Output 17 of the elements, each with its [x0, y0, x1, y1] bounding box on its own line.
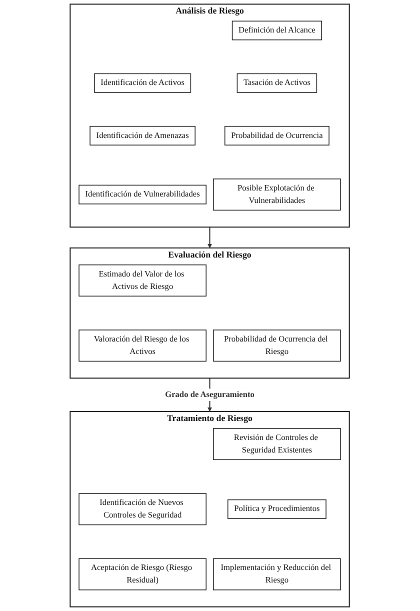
- node-box: Definición del Alcance: [232, 20, 322, 40]
- node-box: Probabilidad de Ocurrencia del Riesgo: [213, 330, 342, 362]
- node-box: Política y Procedimientos: [228, 499, 327, 519]
- node-box: Identificación de Activos: [94, 73, 192, 93]
- node-box: Implementación y Reducción del Riesgo: [213, 558, 342, 590]
- node-box: Identificación de Vulnerabilidades: [78, 184, 207, 204]
- node-box: Aceptación de Riesgo (Riesgo Residual): [78, 558, 207, 590]
- node-box: Tasación de Activos: [237, 73, 318, 93]
- arrow: [208, 227, 212, 248]
- node-box: Valoración del Riesgo de los Activos: [78, 330, 207, 362]
- edge-label: Grado de Aseguramiento: [165, 390, 255, 399]
- node-box: Identificación de Amenazas: [90, 126, 196, 146]
- node-box: Revisión de Controles de Seguridad Existentes: [213, 428, 342, 460]
- node-box: Estimado del Valor de los Activos de Riesgo: [78, 264, 207, 297]
- node-box: Probabilidad de Ocurrencia: [224, 126, 330, 146]
- node-box: Identificación de Nuevos Controles de Seguridad: [78, 493, 207, 526]
- node-box: Posible Explotación de Vulnerabilidades: [213, 178, 342, 211]
